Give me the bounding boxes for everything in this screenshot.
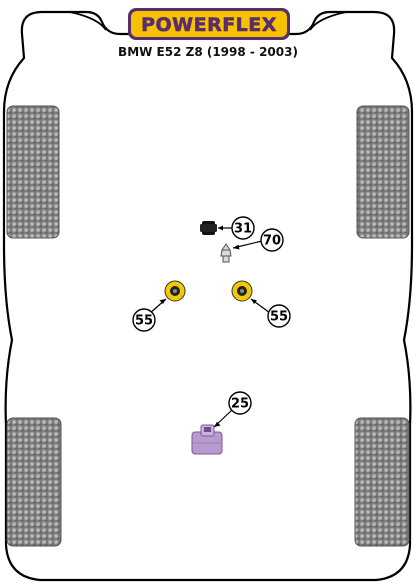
logo-text: POWERFLEX xyxy=(141,14,277,36)
callout-25-label: 25 xyxy=(231,397,249,412)
part-55-left: 55 xyxy=(132,280,186,332)
vehicle-title: BMW E52 Z8 (1998 - 2003) xyxy=(118,45,298,59)
callout-31-label: 31 xyxy=(234,222,252,237)
callout-55-right-label: 55 xyxy=(270,310,288,325)
part-25: 25 xyxy=(191,391,252,455)
front-right-tyre xyxy=(356,105,410,239)
yellow-bush-icon xyxy=(164,280,186,302)
callout-70 xyxy=(260,228,284,252)
yellow-bush-icon xyxy=(231,280,253,302)
callout-55-left-label: 55 xyxy=(135,314,153,329)
callout-55-right xyxy=(267,304,291,328)
part-31: 31 xyxy=(200,216,255,240)
purple-mount-icon xyxy=(191,424,223,455)
part-70: 70 xyxy=(220,228,284,263)
front-left-arch-line xyxy=(69,11,107,31)
front-right-arch-line xyxy=(309,11,347,31)
callout-70-label: 70 xyxy=(263,234,281,249)
callout-31 xyxy=(231,216,255,240)
powerflex-logo: POWERFLEX xyxy=(128,8,290,40)
rear-left-tyre xyxy=(6,417,62,547)
bump-stop-icon xyxy=(220,243,232,263)
rear-right-tyre xyxy=(354,417,410,547)
front-left-tyre xyxy=(6,105,60,239)
car-body-outline xyxy=(2,10,414,582)
callout-25 xyxy=(228,391,252,415)
part-55-right: 55 xyxy=(231,280,291,328)
callout-55-left xyxy=(132,308,156,332)
